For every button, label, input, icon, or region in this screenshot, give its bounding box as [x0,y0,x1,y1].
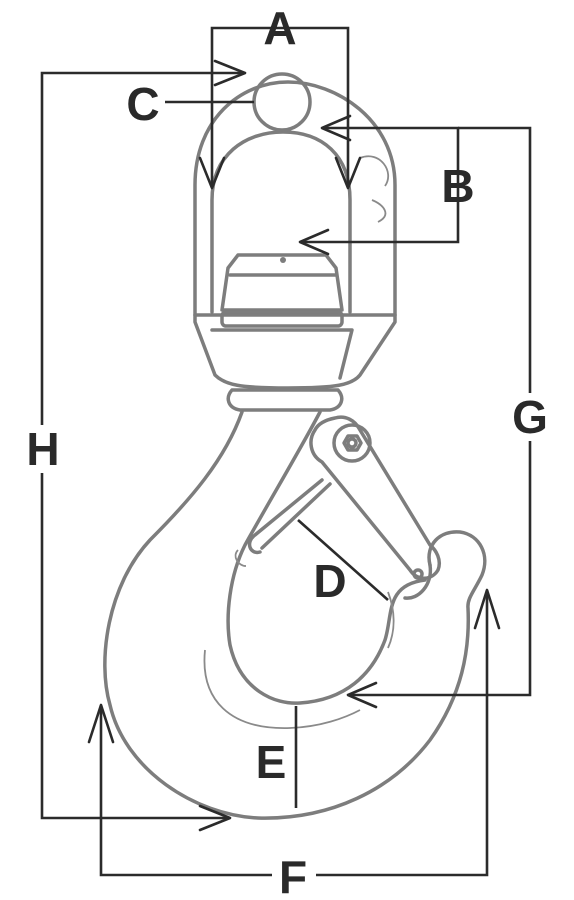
label-e: E [256,736,287,788]
label-a: A [263,2,296,54]
label-f: F [279,851,307,900]
label-f-bg [272,850,316,898]
dimension-f [87,588,501,877]
dimension-b [298,114,460,256]
swivel-collar [226,388,344,412]
label-g-bg [505,393,555,441]
label-b: B [441,160,474,212]
label-d: D [313,555,346,607]
label-g: G [512,391,548,443]
label-h-bg [20,425,66,473]
nut-center-dot [280,257,286,263]
dimension-g [346,126,532,709]
safety-latch [247,415,442,580]
dimension-d [297,519,389,601]
hook-body [103,410,487,820]
dimension-a [198,26,362,190]
label-c: C [126,78,159,130]
swivel-nut [220,253,344,328]
eye-lower-body [193,313,397,390]
latch-pivot-bolt [332,423,372,463]
label-h: H [26,423,59,475]
